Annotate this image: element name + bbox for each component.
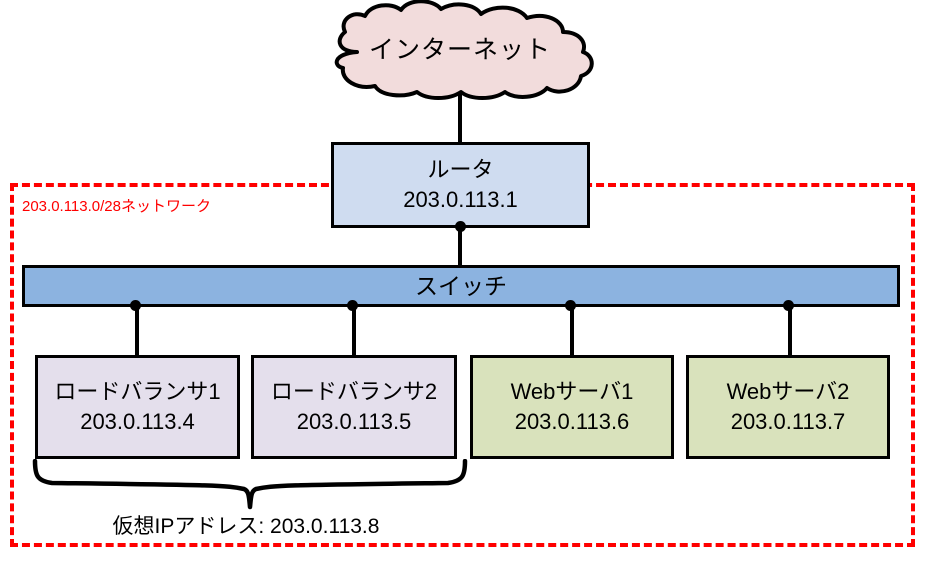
load-balancer-group-brace xyxy=(30,458,470,511)
load-balancer-1-ip: 203.0.113.4 xyxy=(80,409,195,434)
link-switch-lb2 xyxy=(352,305,356,357)
router-ip: 203.0.113.1 xyxy=(403,187,518,212)
node-router[interactable]: ルータ 203.0.113.1 xyxy=(331,142,590,228)
router-label: ルータ xyxy=(427,157,494,182)
web-server-2-ip: 203.0.113.7 xyxy=(730,409,846,434)
node-web-server-2[interactable]: Webサーバ2 203.0.113.7 xyxy=(686,355,890,459)
connection-dot-lb2 xyxy=(347,300,358,311)
curly-brace-icon xyxy=(32,458,468,510)
connection-dot-lb1 xyxy=(130,300,141,311)
link-switch-web2 xyxy=(788,305,792,357)
link-internet-router xyxy=(458,92,462,144)
cloud-icon xyxy=(334,0,594,100)
load-balancer-2-ip: 203.0.113.5 xyxy=(296,409,412,434)
internet-label: インターネット xyxy=(368,36,551,64)
virtual-ip-caption: 仮想IPアドレス: 203.0.113.8 xyxy=(112,515,380,538)
web-server-1-ip: 203.0.113.6 xyxy=(514,409,630,434)
connection-dot-web1 xyxy=(565,300,576,311)
node-load-balancer-1[interactable]: ロードバランサ1 203.0.113.4 xyxy=(35,355,240,459)
node-load-balancer-2[interactable]: ロードバランサ2 203.0.113.5 xyxy=(251,355,457,459)
node-switch[interactable]: スイッチ xyxy=(22,265,900,307)
link-switch-lb1 xyxy=(135,305,139,357)
switch-label: スイッチ xyxy=(415,273,507,299)
load-balancer-2-label: ロードバランサ2 xyxy=(270,379,438,404)
web-server-1-label: Webサーバ1 xyxy=(510,379,634,404)
internet-cloud: インターネット xyxy=(305,0,615,102)
connection-dot-web2 xyxy=(783,300,794,311)
web-server-2-label: Webサーバ2 xyxy=(726,379,850,404)
link-switch-web1 xyxy=(570,305,574,357)
load-balancer-1-label: ロードバランサ1 xyxy=(54,379,221,404)
link-router-switch xyxy=(458,226,462,268)
connection-dot-router xyxy=(455,221,466,232)
network-boundary-label: 203.0.113.0/28ネットワーク xyxy=(22,198,211,215)
node-web-server-1[interactable]: Webサーバ1 203.0.113.6 xyxy=(470,355,674,459)
